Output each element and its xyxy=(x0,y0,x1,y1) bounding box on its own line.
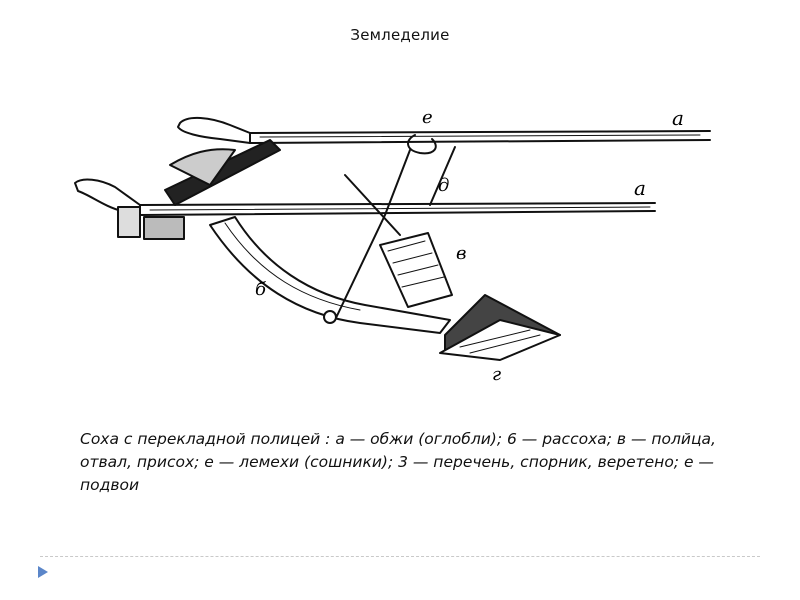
slide-title: Земледелие xyxy=(350,26,450,44)
label-v: в xyxy=(456,243,466,264)
rods xyxy=(323,134,456,324)
triangle-right-icon[interactable] xyxy=(38,566,48,578)
upper-shaft xyxy=(177,117,711,144)
plough-illustration: а а е д в б г xyxy=(74,106,711,385)
figure-caption: Соха с перекладной полицей : а — обжи (о… xyxy=(80,430,716,494)
label-a-lower: а xyxy=(634,176,646,200)
label-a-upper: а xyxy=(672,106,684,130)
label-g: г xyxy=(492,364,501,385)
polytsa xyxy=(379,232,453,308)
lemekhi xyxy=(439,294,561,361)
lower-shaft xyxy=(74,178,656,240)
label-d: д xyxy=(438,175,449,196)
footer-divider xyxy=(40,556,760,557)
cross-beam xyxy=(164,139,281,206)
label-e: е xyxy=(422,107,433,128)
label-b: б xyxy=(255,279,267,300)
